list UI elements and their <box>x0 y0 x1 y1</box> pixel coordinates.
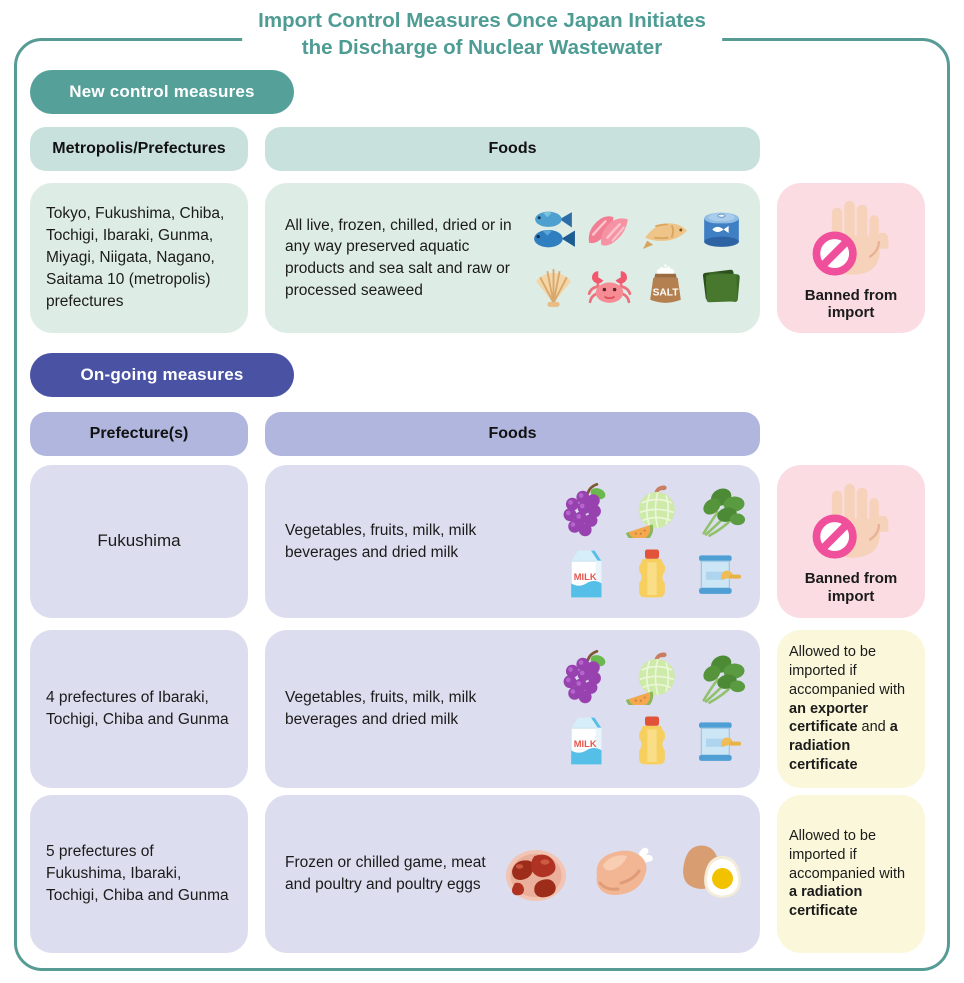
foods-header-ongoing: Foods <box>265 412 760 456</box>
status-label: Allowed to be imported if accompanied wi… <box>789 827 906 920</box>
foods-text: Vegetables, fruits, milk, milk beverages… <box>285 689 477 728</box>
melon-icon <box>624 649 680 705</box>
melon-icon <box>624 482 680 538</box>
juice-bottle-icon <box>624 713 680 769</box>
seaweed-icon <box>697 262 746 311</box>
section-new-control: New control measures Metropolis/Prefectu… <box>30 70 928 333</box>
region-cell: Tokyo, Fukushima, Chiba, Tochigi, Ibarak… <box>30 183 248 333</box>
title-line-2: the Discharge of Nuclear Wastewater <box>301 35 663 59</box>
meat-icons <box>498 838 750 910</box>
status-icon-wrap <box>803 195 899 291</box>
metropolis-prefectures-header: Metropolis/Prefectures <box>30 127 248 171</box>
dairy-produce-icons <box>554 482 750 602</box>
meat-icon <box>500 838 572 910</box>
table-row: Tokyo, Fukushima, Chiba, Tochigi, Ibarak… <box>30 183 928 333</box>
milk-carton-icon <box>556 713 612 769</box>
foods-text: All live, frozen, chilled, dried or in a… <box>285 216 512 299</box>
eggs-icon <box>676 838 748 910</box>
salt-bag-icon <box>641 262 690 311</box>
status-label: Banned from import <box>804 286 898 321</box>
juice-bottle-icon <box>624 546 680 602</box>
status-allowed-box: Allowed to be imported if accompanied wi… <box>777 795 925 953</box>
foods-text: Vegetables, fruits, milk, milk beverages… <box>285 521 477 561</box>
new-control-badge: New control measures <box>30 70 294 114</box>
grapes-icon <box>556 482 612 538</box>
dried-fish-icon <box>641 206 690 255</box>
foods-text: Frozen or chilled game, meat and poultry… <box>285 854 486 893</box>
status-allowed-box: Allowed to be imported if accompanied wi… <box>777 630 925 788</box>
foods-cell: All live, frozen, chilled, dried or in a… <box>265 183 760 333</box>
new-control-header-row: Metropolis/Prefectures Foods <box>30 127 928 171</box>
ongoing-header-row: Prefecture(s) Foods <box>30 412 928 456</box>
status-label: Allowed to be imported if accompanied wi… <box>789 644 906 774</box>
region-cell: Fukushima <box>30 465 248 618</box>
milk-carton-icon <box>556 546 612 602</box>
leafy-greens-icon <box>692 649 748 705</box>
title-line-1: Import Control Measures Once Japan Initi… <box>258 9 706 32</box>
region-cell: 4 prefectures of Ibaraki, Tochigi, Chiba… <box>30 630 248 788</box>
crab-icon <box>585 262 634 311</box>
content: New control measures Metropolis/Prefectu… <box>30 70 928 953</box>
poultry-icon <box>588 838 660 910</box>
leafy-greens-icon <box>692 482 748 538</box>
stop-hand-icon <box>803 478 899 574</box>
status-label: Banned from import <box>804 570 898 605</box>
milk-powder-can-icon <box>692 713 748 769</box>
ongoing-badge: On-going measures <box>30 353 294 397</box>
seashell-icon <box>529 262 578 311</box>
foods-cell: Frozen or chilled game, meat and poultry… <box>265 795 760 953</box>
canned-fish-icon <box>697 206 746 255</box>
milk-powder-can-icon <box>692 546 748 602</box>
grapes-icon <box>556 649 612 705</box>
status-banned-box: Banned from import <box>777 183 925 333</box>
table-row: 5 prefectures of Fukushima, Ibaraki, Toc… <box>30 795 928 953</box>
foods-cell: Vegetables, fruits, milk, milk beverages… <box>265 630 760 788</box>
salmon-fillet-icon <box>585 206 634 255</box>
section-ongoing: On-going measures Prefecture(s) Foods Fu… <box>30 353 928 953</box>
table-row: 4 prefectures of Ibaraki, Tochigi, Chiba… <box>30 630 928 788</box>
page-title: Import Control Measures Once Japan Initi… <box>242 8 722 62</box>
aquatic-food-icons <box>524 206 750 311</box>
foods-cell: Vegetables, fruits, milk, milk beverages… <box>265 465 760 618</box>
table-row: Fukushima Vegetables, fruits, milk, milk… <box>30 465 928 618</box>
prefectures-header: Prefecture(s) <box>30 412 248 456</box>
stop-hand-icon <box>803 195 899 291</box>
region-cell: 5 prefectures of Fukushima, Ibaraki, Toc… <box>30 795 248 953</box>
foods-header-new: Foods <box>265 127 760 171</box>
status-banned-box: Banned from import <box>777 465 925 618</box>
dairy-produce-icons <box>554 649 750 769</box>
blue-fish-icon <box>529 206 578 255</box>
status-icon-wrap <box>803 478 899 574</box>
